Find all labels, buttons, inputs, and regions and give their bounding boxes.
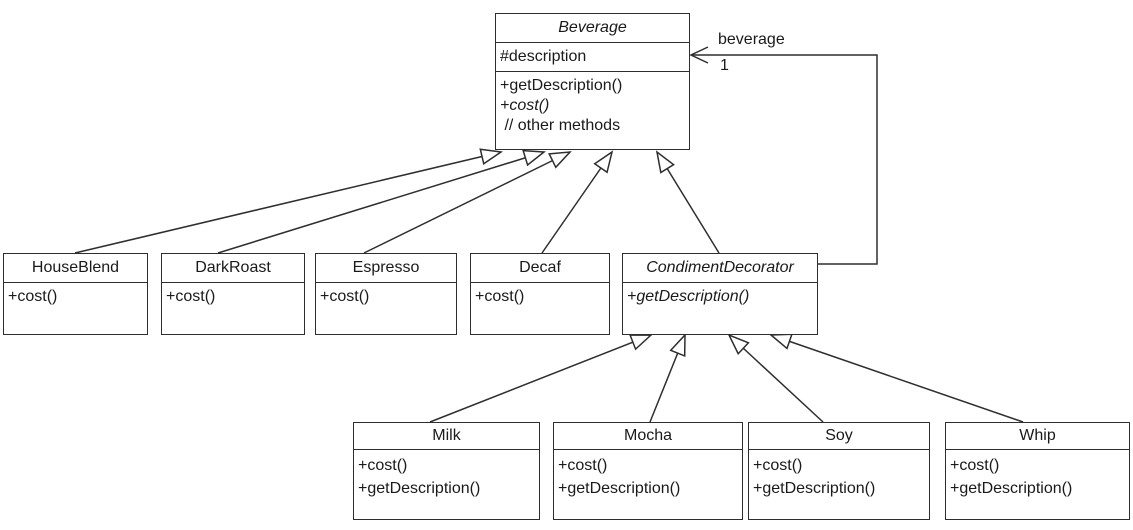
class-soy: Soy +cost() +getDescription() xyxy=(748,422,930,520)
class-espresso: Espresso +cost() xyxy=(315,253,457,335)
method: +getDescription() xyxy=(358,480,481,497)
association-role-label: beverage xyxy=(718,31,785,48)
class-name: DarkRoast xyxy=(162,254,304,283)
class-name: Decaf xyxy=(471,254,609,283)
generalization-decaf-beverage xyxy=(541,150,614,254)
class-name: Beverage xyxy=(496,14,689,43)
method: +cost() xyxy=(500,97,550,114)
method: +getDescription() xyxy=(950,480,1073,497)
class-darkroast: DarkRoast +cost() xyxy=(161,253,305,335)
method: +cost() xyxy=(475,288,525,305)
method: +cost() xyxy=(320,288,370,305)
generalization-whip-condimentdecorator xyxy=(769,333,1024,423)
class-mocha: Mocha +cost() +getDescription() xyxy=(553,422,743,520)
method: +getDescription() xyxy=(753,480,876,497)
generalization-condimentdecorator-beverage xyxy=(655,150,720,254)
class-name: Mocha xyxy=(554,423,742,450)
association-multiplicity-label: 1 xyxy=(720,57,729,74)
method: +cost() xyxy=(753,457,803,474)
method: +cost() xyxy=(358,457,408,474)
method: +cost() xyxy=(8,288,58,305)
class-whip: Whip +cost() +getDescription() xyxy=(945,422,1130,520)
association-condimentdecorator-beverage xyxy=(691,54,878,265)
method: +cost() xyxy=(558,457,608,474)
generalization-darkroast-beverage xyxy=(217,149,546,254)
generalization-houseblend-beverage xyxy=(74,148,504,254)
method: +getDescription() xyxy=(500,77,623,94)
generalization-milk-condimentdecorator xyxy=(429,334,653,423)
class-decaf: Decaf +cost() xyxy=(470,253,610,335)
generalization-soy-condimentdecorator xyxy=(727,333,824,423)
class-houseblend: HouseBlend +cost() xyxy=(3,253,148,335)
class-name: Whip xyxy=(946,423,1129,450)
method: +getDescription() xyxy=(558,480,681,497)
class-beverage: Beverage #description +getDescription() … xyxy=(495,13,690,150)
class-condimentdecorator: CondimentDecorator +getDescription() xyxy=(622,253,818,335)
comment: // other methods xyxy=(500,117,621,134)
attribute: #description xyxy=(500,48,587,65)
class-name: Espresso xyxy=(316,254,456,283)
generalization-mocha-condimentdecorator xyxy=(649,333,686,423)
method: +cost() xyxy=(166,288,216,305)
method: +cost() xyxy=(950,457,1000,474)
class-name: CondimentDecorator xyxy=(623,254,817,283)
class-milk: Milk +cost() +getDescription() xyxy=(353,422,540,520)
class-name: Soy xyxy=(749,423,929,450)
association-open-arrowhead-icon xyxy=(689,46,709,64)
method: +getDescription() xyxy=(627,288,750,305)
class-name: HouseBlend xyxy=(4,254,147,283)
class-name: Milk xyxy=(354,423,539,450)
generalization-espresso-beverage xyxy=(363,151,572,254)
